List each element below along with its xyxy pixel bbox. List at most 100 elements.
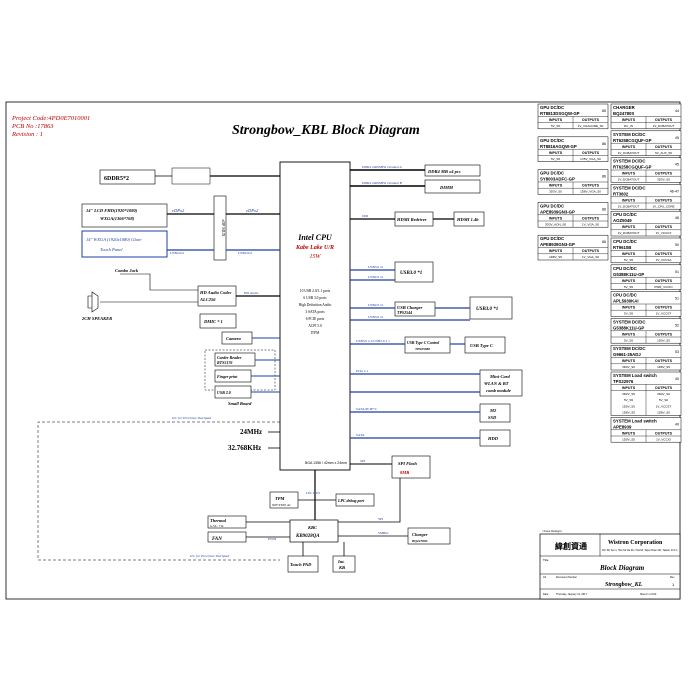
- minicard-box: [479, 369, 523, 397]
- power-table-page: 86: [602, 142, 606, 146]
- power-table-outputs: OUTPUTS: [655, 172, 673, 176]
- power-table-output-value: 1V_VCCIO: [656, 437, 672, 441]
- usb2-bus1-label: USB2.0 x1: [368, 275, 384, 279]
- power-table-page: 85: [602, 109, 606, 113]
- usb-charger-label: USB Charger: [397, 305, 423, 310]
- power-table-inputs: INPUTS: [549, 184, 563, 188]
- usb30-1-label: USB3.0 *1: [400, 271, 422, 276]
- power-table-title: SYSTEM DC/DC: [613, 159, 645, 164]
- power-table-title: GPU DC/DC: [540, 171, 564, 176]
- power-table-input-value: 1V_DCBATOUT: [618, 231, 640, 235]
- power-table-input-value: 1D8V_S5: [549, 255, 562, 259]
- spi-kbc-label: SPI: [378, 517, 384, 521]
- cpu-feature: High Definition Audio: [299, 303, 332, 307]
- cpu-subtitle: Kabe Lake U/R: [295, 245, 334, 251]
- power-table-part: RT9610B: [613, 245, 631, 250]
- power-table-part: RT8813DSGQW-GP: [540, 111, 580, 116]
- power-table-outputs: OUTPUTS: [655, 359, 673, 363]
- usb-typec-box: [464, 336, 506, 354]
- title-value: Block Diagram: [599, 564, 645, 572]
- power-table-output-value: 1D8V_S0: [657, 411, 670, 415]
- cpu-title: Intel CPU: [297, 233, 333, 242]
- power-table-input-value: 5V_S5: [551, 157, 560, 161]
- power-table-input-value: 1V_DCBATOUT: [618, 178, 640, 182]
- power-table-input-value: 5V_S5: [624, 338, 633, 342]
- crystal-24mhz: 24MHz: [240, 428, 262, 436]
- ssd-label: SSD: [488, 415, 497, 420]
- power-table-outputs: OUTPUTS: [582, 118, 600, 122]
- tpm-part: NPCT650 A1: [271, 503, 291, 507]
- rev-label: Rev: [670, 576, 675, 579]
- power-table-title: SYSTEM DC/DC: [613, 346, 645, 351]
- power-table-inputs: INPUTS: [622, 359, 636, 363]
- power-table-part: SY8003ADFC-GP: [540, 177, 575, 182]
- usb-typec-ctrl-part: TPS65986: [415, 347, 430, 351]
- kbc-spi-link: [338, 478, 401, 523]
- power-table-title: GPU DC/DC: [540, 138, 564, 143]
- ddr5-box: [99, 169, 156, 185]
- power-table-title: GPU DC/DC: [540, 105, 564, 110]
- hd-audio-label: HD Audio Codec: [199, 290, 232, 295]
- charger-label: Charger: [412, 532, 428, 537]
- power-table-page: 86: [602, 240, 606, 244]
- power-table-page: 50: [675, 243, 679, 247]
- power-table-outputs: OUTPUTS: [582, 151, 600, 155]
- title-label: Title: [543, 558, 549, 562]
- thermal-label: Thermal: [210, 518, 227, 523]
- m2-ssd-box: [479, 403, 511, 423]
- power-table-title: CPU DC/DC: [613, 266, 637, 271]
- power-table-outputs: OUTPUTS: [582, 184, 600, 188]
- usb2-bus2-label: USB2.0 x1: [368, 303, 384, 307]
- usb-typec-label: USB Type C: [470, 343, 494, 348]
- ddr5-label: 6DDR5*2: [104, 176, 129, 182]
- power-table-inputs: INPUTS: [622, 118, 636, 122]
- hdd-label: HDD: [487, 436, 499, 441]
- edpx2-a-label: eDPx2: [172, 208, 185, 213]
- hdmi-conn-label: HDMI 1.4b: [456, 217, 479, 222]
- power-table-output-value: 1D8V_S5: [657, 365, 670, 369]
- power-table-input-value: 1D8V_S5: [622, 411, 635, 415]
- power-table-outputs: OUTPUTS: [582, 249, 600, 253]
- power-table-output-value: 5V_S0: [659, 398, 668, 402]
- sheet-value: Sheet 1 of 100: [640, 593, 657, 596]
- power-table-input-value: 5V_S5: [551, 124, 560, 128]
- fan-label: FAN: [212, 537, 222, 542]
- usb-charger-part: TPS2544: [397, 310, 412, 315]
- power-table-output-value: 1V_CPU_CORE: [652, 204, 674, 208]
- power-table-inputs: INPUTS: [622, 306, 636, 310]
- m2-label: M2: [489, 408, 497, 413]
- power-table-part: G9661-25ADJ: [613, 352, 641, 357]
- int-kb-sub: KB: [338, 565, 345, 570]
- power-table-page: 45: [675, 163, 679, 167]
- power-table-input-value: 3D3V_S0: [549, 190, 562, 194]
- spi-flash-label: SPI Flash: [398, 461, 417, 466]
- power-table-inputs: INPUTS: [622, 225, 636, 229]
- tpm-label: TPM: [275, 496, 285, 501]
- power-table-output-value: PWR_VCCIO: [654, 285, 673, 289]
- lcd-wxga-label: WXGA(1366*768): [100, 216, 135, 221]
- power-table-output-value: 1V_VCCST: [656, 404, 672, 408]
- i2c-touchpad-path: [37, 421, 280, 561]
- speaker-label: 2CH SPEAKER: [81, 316, 112, 321]
- power-table-input-value: 3D3V_S5: [622, 392, 635, 396]
- power-table-part: RT3602: [613, 191, 629, 196]
- power-table-output-value: 1V_VGACORE_S0: [578, 124, 604, 128]
- doc-label: Document Number: [556, 576, 577, 579]
- cpu-feature: 6 PCIE ports: [306, 317, 325, 321]
- title-block: [539, 533, 681, 600]
- cpu-feature: ITPM: [311, 331, 320, 335]
- kbc-part: KB9028QA: [295, 534, 320, 539]
- pcie-label: PCIe x 1: [356, 369, 369, 373]
- power-table-part: RT8816AGQW-GP: [540, 144, 577, 149]
- power-table-input-value: 5V_S5: [624, 285, 633, 289]
